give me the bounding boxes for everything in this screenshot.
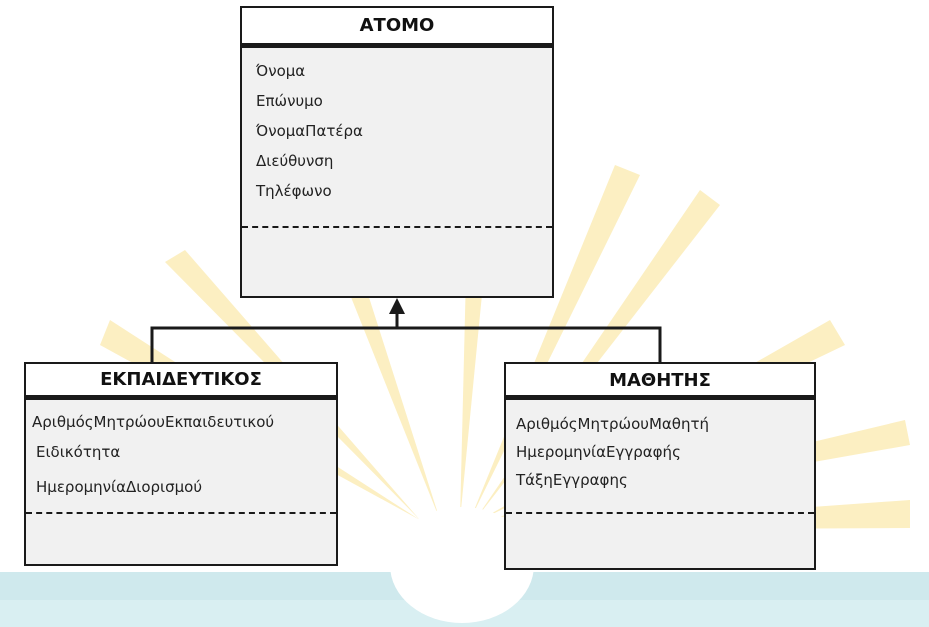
attribute: Διεύθυνση [256, 152, 334, 170]
attribute: ΌνομαΠατέρα [256, 122, 363, 140]
attribute: ΑριθμόςΜητρώουΜαθητή [516, 415, 710, 433]
class-name-ekpaideutikos: ΕΚΠΑΙΔΕΥΤΙΚΟΣ [26, 364, 336, 400]
attribute: ΑριθμόςΜητρώουΕκπαιδευτικού [32, 413, 275, 431]
generalization-arrowhead [389, 298, 405, 314]
class-name-mathitis: ΜΑΘΗΤΗΣ [506, 364, 814, 400]
attribute: Όνομα [256, 62, 306, 80]
attribute: ΤάξηΕγγραφης [516, 471, 628, 489]
class-name-atomo: ΑΤΟΜΟ [242, 8, 552, 48]
methods-separator [506, 512, 814, 514]
methods-separator [26, 512, 336, 514]
attribute: Ειδικότητα [36, 443, 121, 461]
attribute: Επώνυμο [256, 92, 323, 110]
class-mathitis[interactable]: ΜΑΘΗΤΗΣ ΑριθμόςΜητρώουΜαθητή ΗμερομηνίαΕ… [504, 362, 816, 570]
class-ekpaideutikos[interactable]: ΕΚΠΑΙΔΕΥΤΙΚΟΣ ΑριθμόςΜητρώουΕκπαιδευτικο… [24, 362, 338, 566]
class-atomo[interactable]: ΑΤΟΜΟ Όνομα Επώνυμο ΌνομαΠατέρα Διεύθυνσ… [240, 6, 554, 298]
connector-mathitis [397, 326, 662, 362]
rising-sun [390, 507, 534, 623]
attribute: ΗμερομηνίαΕγγραφής [516, 443, 681, 461]
methods-separator [242, 226, 552, 228]
attribute: ΗμερομηνίαΔιορισμού [36, 478, 203, 496]
connector-ekpaideutikos [150, 326, 397, 362]
attribute: Τηλέφωνο [256, 182, 332, 200]
